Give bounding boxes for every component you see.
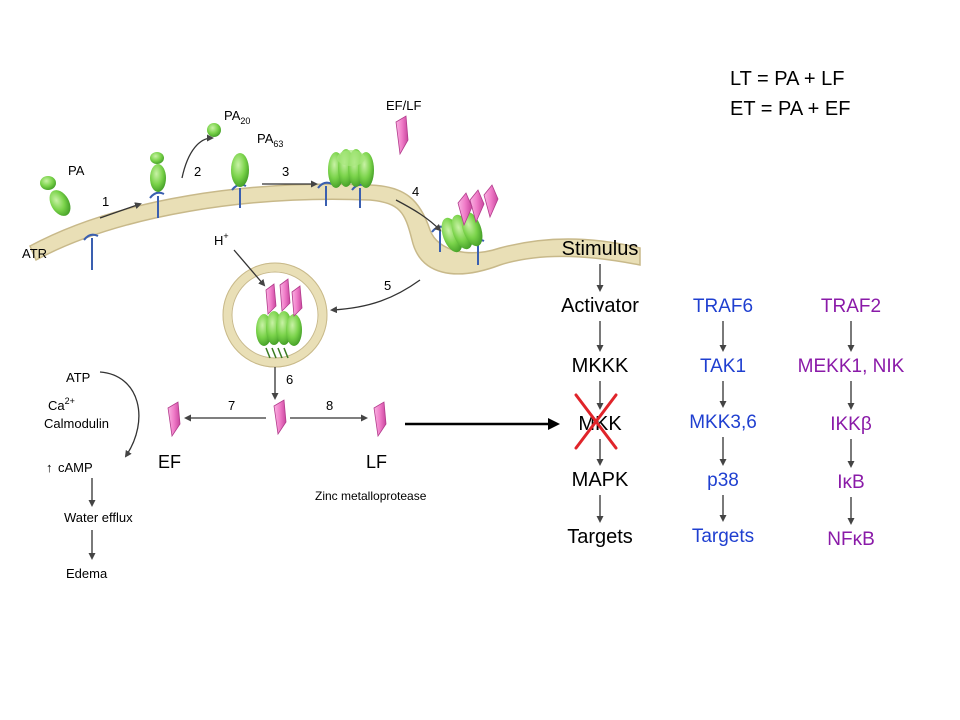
formula-et: ET = PA + EF xyxy=(730,98,850,120)
cascade-traf2-item: NFκB xyxy=(827,529,875,550)
lf-factor xyxy=(373,401,387,438)
label-eflf: EF/LF xyxy=(386,98,421,113)
cascade-traf2-item: IKKβ xyxy=(830,414,872,435)
released-factor-center xyxy=(273,399,287,436)
label-camp-arrow: ↑ xyxy=(46,460,53,475)
arrow-step-1 xyxy=(99,202,142,219)
arrow-hplus xyxy=(233,249,266,287)
label-atr: ATR xyxy=(22,246,47,261)
label-edema: Edema xyxy=(66,566,108,581)
cross-mkk xyxy=(574,393,618,450)
arrow-step-2 xyxy=(181,134,214,179)
ef-lf-factor xyxy=(395,115,409,156)
cascade-traf2-item: MEKK1, NIK xyxy=(798,356,905,377)
label-ef: EF xyxy=(158,452,181,472)
formula-lt: LT = PA + LF xyxy=(730,68,845,90)
endosome-complex xyxy=(256,278,303,359)
cascade-generic-item: Activator xyxy=(561,295,639,317)
label-step-4: 4 xyxy=(412,184,419,199)
pa63-bound xyxy=(231,153,249,187)
cascade-traf6-item: Targets xyxy=(692,526,754,547)
cell-membrane xyxy=(29,183,641,275)
ef-factor xyxy=(167,401,181,438)
label-step-3: 3 xyxy=(282,164,289,179)
label-camp: cAMP xyxy=(58,460,93,475)
label-step-5: 5 xyxy=(384,278,391,293)
label-atp: ATP xyxy=(66,370,90,385)
label-zinc: Zinc metalloprotease xyxy=(315,489,427,503)
cascade-traf2-item: TRAF2 xyxy=(821,296,881,317)
cascade-traf6-item: p38 xyxy=(707,470,739,491)
label-step-8: 8 xyxy=(326,398,333,413)
cascade-traf6-item: MKK3,6 xyxy=(689,412,757,433)
receptor-2 xyxy=(149,191,165,218)
label-hplus: H+ xyxy=(214,231,229,248)
cascade-generic-item: MAPK xyxy=(572,469,629,491)
label-step-7: 7 xyxy=(228,398,235,413)
label-step-2: 2 xyxy=(194,164,201,179)
pa20-fragment xyxy=(207,123,221,137)
pa-monomer xyxy=(40,176,71,216)
schematic-labels: PA PA20 PA63 EF/LF ATR H+ 1 2 3 4 5 6 7 … xyxy=(22,98,427,581)
label-lf: LF xyxy=(366,452,387,472)
pa-heptamer xyxy=(328,149,374,188)
cascade-generic-item: Targets xyxy=(567,526,633,548)
signaling-cascade: StimulusActivatorMKKKMKKMAPKTargetsTRAF6… xyxy=(561,238,905,550)
cascade-traf2-item: IκB xyxy=(837,472,864,493)
cascade-traf6-item: TRAF6 xyxy=(693,296,753,317)
label-step-6: 6 xyxy=(286,372,293,387)
cascade-generic-item: MKKK xyxy=(572,355,629,377)
receptor-4 xyxy=(317,181,333,206)
cascade-traf6-item: TAK1 xyxy=(700,356,746,377)
arrow-step-4 xyxy=(395,199,442,232)
pa-bound-receptor xyxy=(150,152,166,192)
label-water: Water efflux xyxy=(64,510,133,525)
label-calmodulin: Calmodulin xyxy=(44,416,109,431)
arrow-atp-camp xyxy=(99,371,140,458)
pa-heptamer-with-factors xyxy=(441,184,499,253)
label-ca: Ca2+ xyxy=(48,396,75,413)
label-step-1: 1 xyxy=(102,194,109,209)
cascade-generic-item: Stimulus xyxy=(562,238,639,260)
arrow-step-5 xyxy=(330,279,421,314)
receptor-1 xyxy=(83,233,99,270)
label-pa63: PA63 xyxy=(257,131,283,149)
label-pa: PA xyxy=(68,163,85,178)
label-pa20: PA20 xyxy=(224,108,250,126)
schematic-arrows xyxy=(88,134,442,560)
